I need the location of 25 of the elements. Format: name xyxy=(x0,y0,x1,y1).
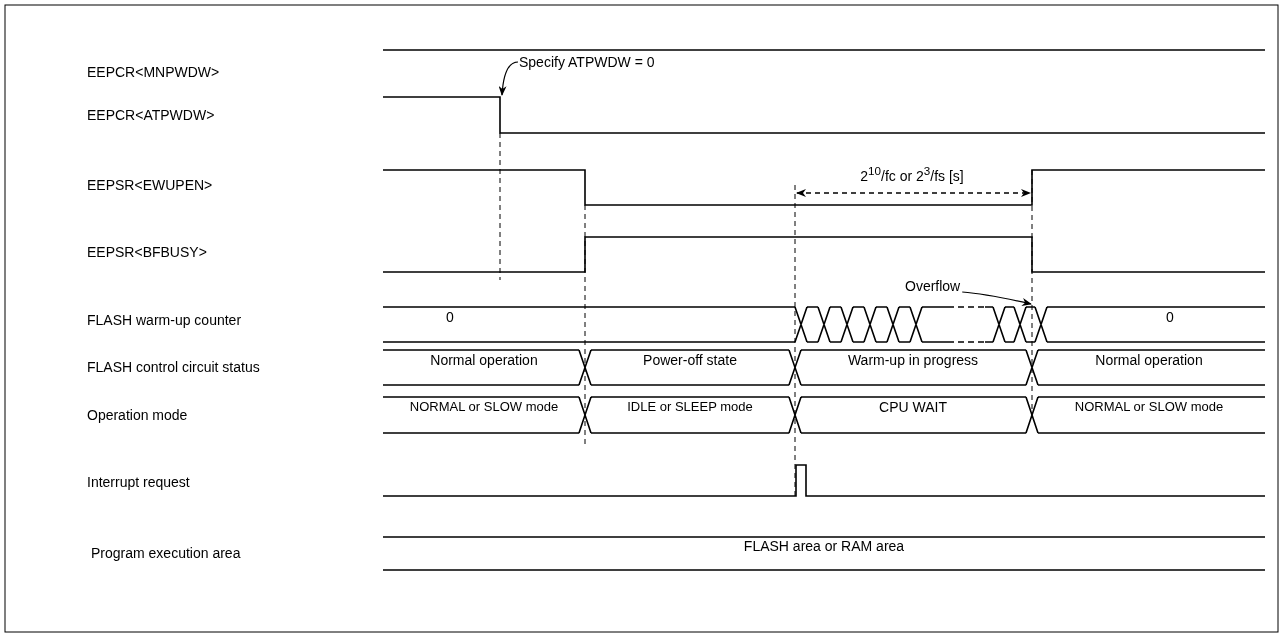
signal-name: Program execution area xyxy=(91,545,241,561)
signal-name: FLASH control circuit status xyxy=(87,359,260,375)
signal-name: FLASH warm-up counter xyxy=(87,312,242,328)
signal-name: EEPCR<ATPWDW> xyxy=(87,107,215,123)
signal-name: Interrupt request xyxy=(87,474,190,490)
callout-text: Specify ATPWDW = 0 xyxy=(519,54,655,70)
signal-name: Operation mode xyxy=(87,407,188,423)
bus-value: IDLE or SLEEP mode xyxy=(627,399,753,415)
bus-value: 0 xyxy=(446,309,454,325)
bus-value: Warm-up in progress xyxy=(847,352,979,368)
leader-line xyxy=(498,61,519,96)
bus-value: FLASH area or RAM area xyxy=(743,538,905,554)
bus-value: NORMAL or SLOW mode xyxy=(1074,399,1224,415)
signal-name: EEPSR<EWUPEN> xyxy=(87,177,213,193)
callout-text: Overflow xyxy=(905,278,961,294)
dimension-text: 2$^{10}$/fc or 2$^{3}$/fs [s] xyxy=(860,163,964,184)
signal-name: EEPSR<BFBUSY> xyxy=(87,244,207,260)
bus-value: NORMAL or SLOW mode xyxy=(409,399,559,415)
leader-line xyxy=(961,291,1032,306)
bus-value: Power-off state xyxy=(643,352,737,368)
signal-name: EEPCR<MNPWDW> xyxy=(87,64,220,80)
bus-value: CPU WAIT xyxy=(879,399,947,415)
bus-value: 0 xyxy=(1166,309,1174,325)
bus-value: Normal operation xyxy=(430,352,538,368)
bus-value: Normal operation xyxy=(1095,352,1203,368)
